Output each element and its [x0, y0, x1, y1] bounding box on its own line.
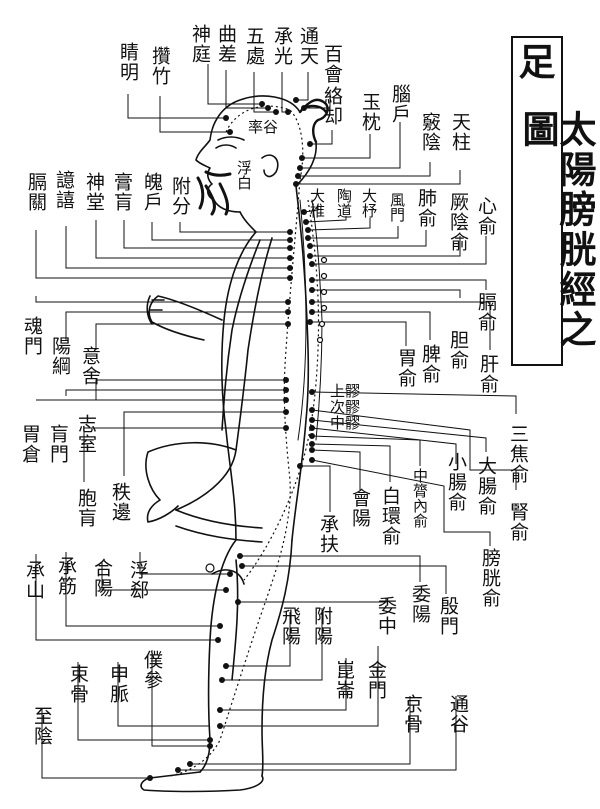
label-gaohuang: 膏肓 [111, 172, 133, 212]
label-yishe: 意舍 [79, 346, 101, 386]
label-shuaigu: 率谷 [248, 118, 279, 136]
leg-back [261, 539, 293, 777]
label-fengmen: 風門 [388, 192, 406, 222]
foot-outline [140, 771, 264, 793]
label-feishu: 肺俞 [415, 188, 437, 228]
beard [204, 170, 232, 216]
back-outline [291, 185, 310, 541]
label-chengshan: 承山 [23, 560, 45, 600]
label-shenting: 神庭 [189, 24, 211, 64]
label-ganshu: 肝俞 [477, 354, 499, 394]
label-dazhu: 大杼 [360, 188, 378, 218]
label-jueyinshu: 厥陰俞 [447, 192, 469, 252]
label-weicang: 胃倉 [19, 424, 41, 464]
sleeve [145, 441, 237, 523]
label-feiyang: 飛陽 [279, 606, 301, 646]
label-jinmen: 金門 [365, 660, 387, 700]
label-kunlun: 崑崙 [333, 660, 355, 700]
label-qucha: 曲差 [215, 24, 237, 64]
label-dazhui: 大椎 [308, 188, 326, 218]
label-weiyang: 委陽 [409, 584, 431, 624]
leg-front [199, 539, 237, 773]
label-zhishi: 志室 [75, 414, 97, 454]
label-jinggu: 京骨 [401, 694, 423, 734]
label-huiyang: 會陽 [349, 488, 371, 528]
label-tonggu: 通谷 [447, 694, 469, 734]
label-naohu: 腦戶 [389, 84, 411, 124]
label-shangliao: 上髎 [330, 382, 361, 400]
meridian-path [169, 105, 304, 777]
hand-outline [146, 295, 223, 341]
label-taodao: 陶道 [335, 188, 353, 218]
label-baohuang: 胞肓 [75, 488, 97, 528]
label-xiaochangshu: 小腸俞 [445, 452, 467, 512]
label-yixi: 譩譆 [53, 170, 75, 210]
label-xinshu: 心俞 [475, 196, 497, 236]
label-zhonglvneishu: 中膂內俞 [411, 468, 429, 528]
label-geshu: 膈俞 [475, 292, 497, 332]
label-zhiyin: 至陰 [31, 706, 53, 746]
label-yinmen: 殷門 [437, 596, 459, 636]
waist-sash [175, 509, 263, 543]
label-chengfu: 承扶 [317, 514, 339, 554]
label-shenshu: 腎俞 [507, 502, 529, 542]
label-zhibian: 秩邊 [109, 482, 131, 522]
label-cuanzhu: 攢竹 [149, 46, 171, 86]
label-huangmen: 肓門 [47, 424, 69, 464]
label-fuxi: 浮郄 [127, 560, 149, 600]
label-pohu: 魄戶 [141, 172, 163, 212]
label-chengguang: 承光 [271, 26, 293, 66]
label-heyang: 合陽 [91, 558, 113, 598]
label-fubai: 浮白 [235, 160, 253, 190]
label-fuyang: 附陽 [311, 606, 333, 646]
label-baihuanshu: 白環俞 [379, 486, 401, 546]
label-pangguangshu: 膀胱俞 [479, 548, 501, 608]
label-yanggang: 陽綱 [49, 336, 71, 376]
label-shugu: 束骨 [67, 664, 89, 704]
hair-knot [298, 98, 329, 144]
label-baihui: 百會 [321, 44, 343, 84]
label-hunmen: 魂門 [21, 316, 43, 356]
label-tianzhu: 天柱 [449, 112, 471, 152]
label-jingming: 睛明 [117, 42, 139, 82]
label-weizhong: 委中 [375, 596, 397, 636]
label-pishu: 脾俞 [419, 344, 441, 384]
title-cartouche: 足 太陽膀胱經之圖 [511, 36, 597, 366]
label-tongtian: 通天 [297, 26, 319, 66]
label-zhongliao: 中髎 [330, 414, 361, 432]
arm-outline [175, 237, 273, 511]
front-outline [221, 231, 257, 541]
label-wuchu: 五處 [243, 26, 265, 66]
label-dachangshu: 大腸俞 [475, 456, 497, 516]
title-main: 太陽膀胱經之圖 [516, 110, 597, 350]
label-fufen: 附分 [169, 176, 191, 216]
label-sanjiaoshu: 三焦俞 [507, 424, 529, 484]
label-yuzhen: 玉枕 [359, 92, 381, 132]
label-weishu: 胃俞 [395, 348, 417, 388]
spine-ladder [297, 199, 307, 441]
label-chengjin: 承筋 [55, 556, 77, 596]
label-shenmai: 申脈 [107, 664, 129, 704]
label-shentang: 神堂 [83, 172, 105, 212]
label-luoque: 絡却 [321, 86, 343, 126]
label-qiaoyin: 竅陰 [419, 112, 441, 152]
label-danshu: 胆俞 [447, 330, 469, 370]
ear-outline [261, 154, 279, 178]
label-ciliao: 次髎 [330, 398, 361, 416]
title-prefix: 足 [518, 40, 556, 84]
label-geguan: 膈關 [25, 172, 47, 212]
label-pucan: 僕參 [141, 650, 163, 690]
